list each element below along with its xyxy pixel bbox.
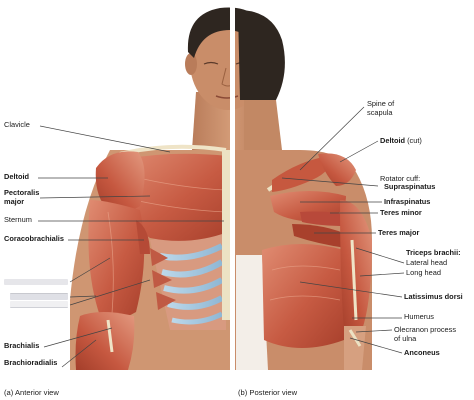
pectoralis-major-muscle — [118, 144, 231, 320]
label-pectoralis-major: Pectoralis major — [4, 188, 40, 206]
head — [185, 7, 285, 150]
rib-cage — [150, 228, 226, 330]
label-long-head: Long head — [406, 268, 441, 277]
label-clavicle: Clavicle — [4, 120, 30, 129]
redacted-label-3 — [10, 301, 68, 308]
label-humerus: Humerus — [404, 312, 434, 321]
label-anconeus: Anconeus — [404, 348, 440, 357]
label-brachioradialis: Brachioradialis — [4, 358, 58, 367]
label-sternum: Sternum — [4, 215, 32, 224]
label-deltoid: Deltoid — [4, 172, 30, 181]
label-triceps-brachii: Triceps brachii: — [406, 248, 461, 257]
posterior-leader-lines — [281, 106, 405, 354]
anterior-leader-lines — [38, 125, 224, 368]
caption-posterior-view: (b) Posterior view — [238, 388, 298, 397]
posterior-muscles — [262, 153, 372, 370]
label-latissimus-dorsi: Latissimus dorsi — [404, 292, 463, 301]
label-deltoid-cut-suffix: (cut) — [405, 136, 422, 145]
label-supraspinatus: Supraspinatus — [384, 182, 436, 191]
label-deltoid-cut: Deltoid (cut) — [380, 136, 422, 146]
anterior-arm — [75, 151, 150, 370]
label-rotator-cuff: Rotator cuff: — [380, 174, 421, 183]
label-spine-of-scapula: Spine of scapula — [367, 99, 395, 117]
redacted-label-2 — [10, 293, 68, 300]
label-teres-minor: Teres minor — [380, 208, 422, 217]
label-deltoid-cut-bold: Deltoid — [380, 136, 406, 145]
label-coracobrachialis: Coracobrachialis — [4, 234, 64, 243]
label-teres-major: Teres major — [378, 228, 420, 237]
label-lateral-head: Lateral head — [406, 258, 448, 267]
view-divider — [230, 0, 235, 400]
redacted-label-1 — [4, 279, 68, 285]
label-infraspinatus: Infraspinatus — [384, 197, 431, 206]
label-olecranon: Olecranon process of ulna — [394, 325, 457, 343]
caption-anterior-view: (a) Anterior view — [4, 388, 59, 397]
label-brachialis: Brachialis — [4, 341, 40, 350]
